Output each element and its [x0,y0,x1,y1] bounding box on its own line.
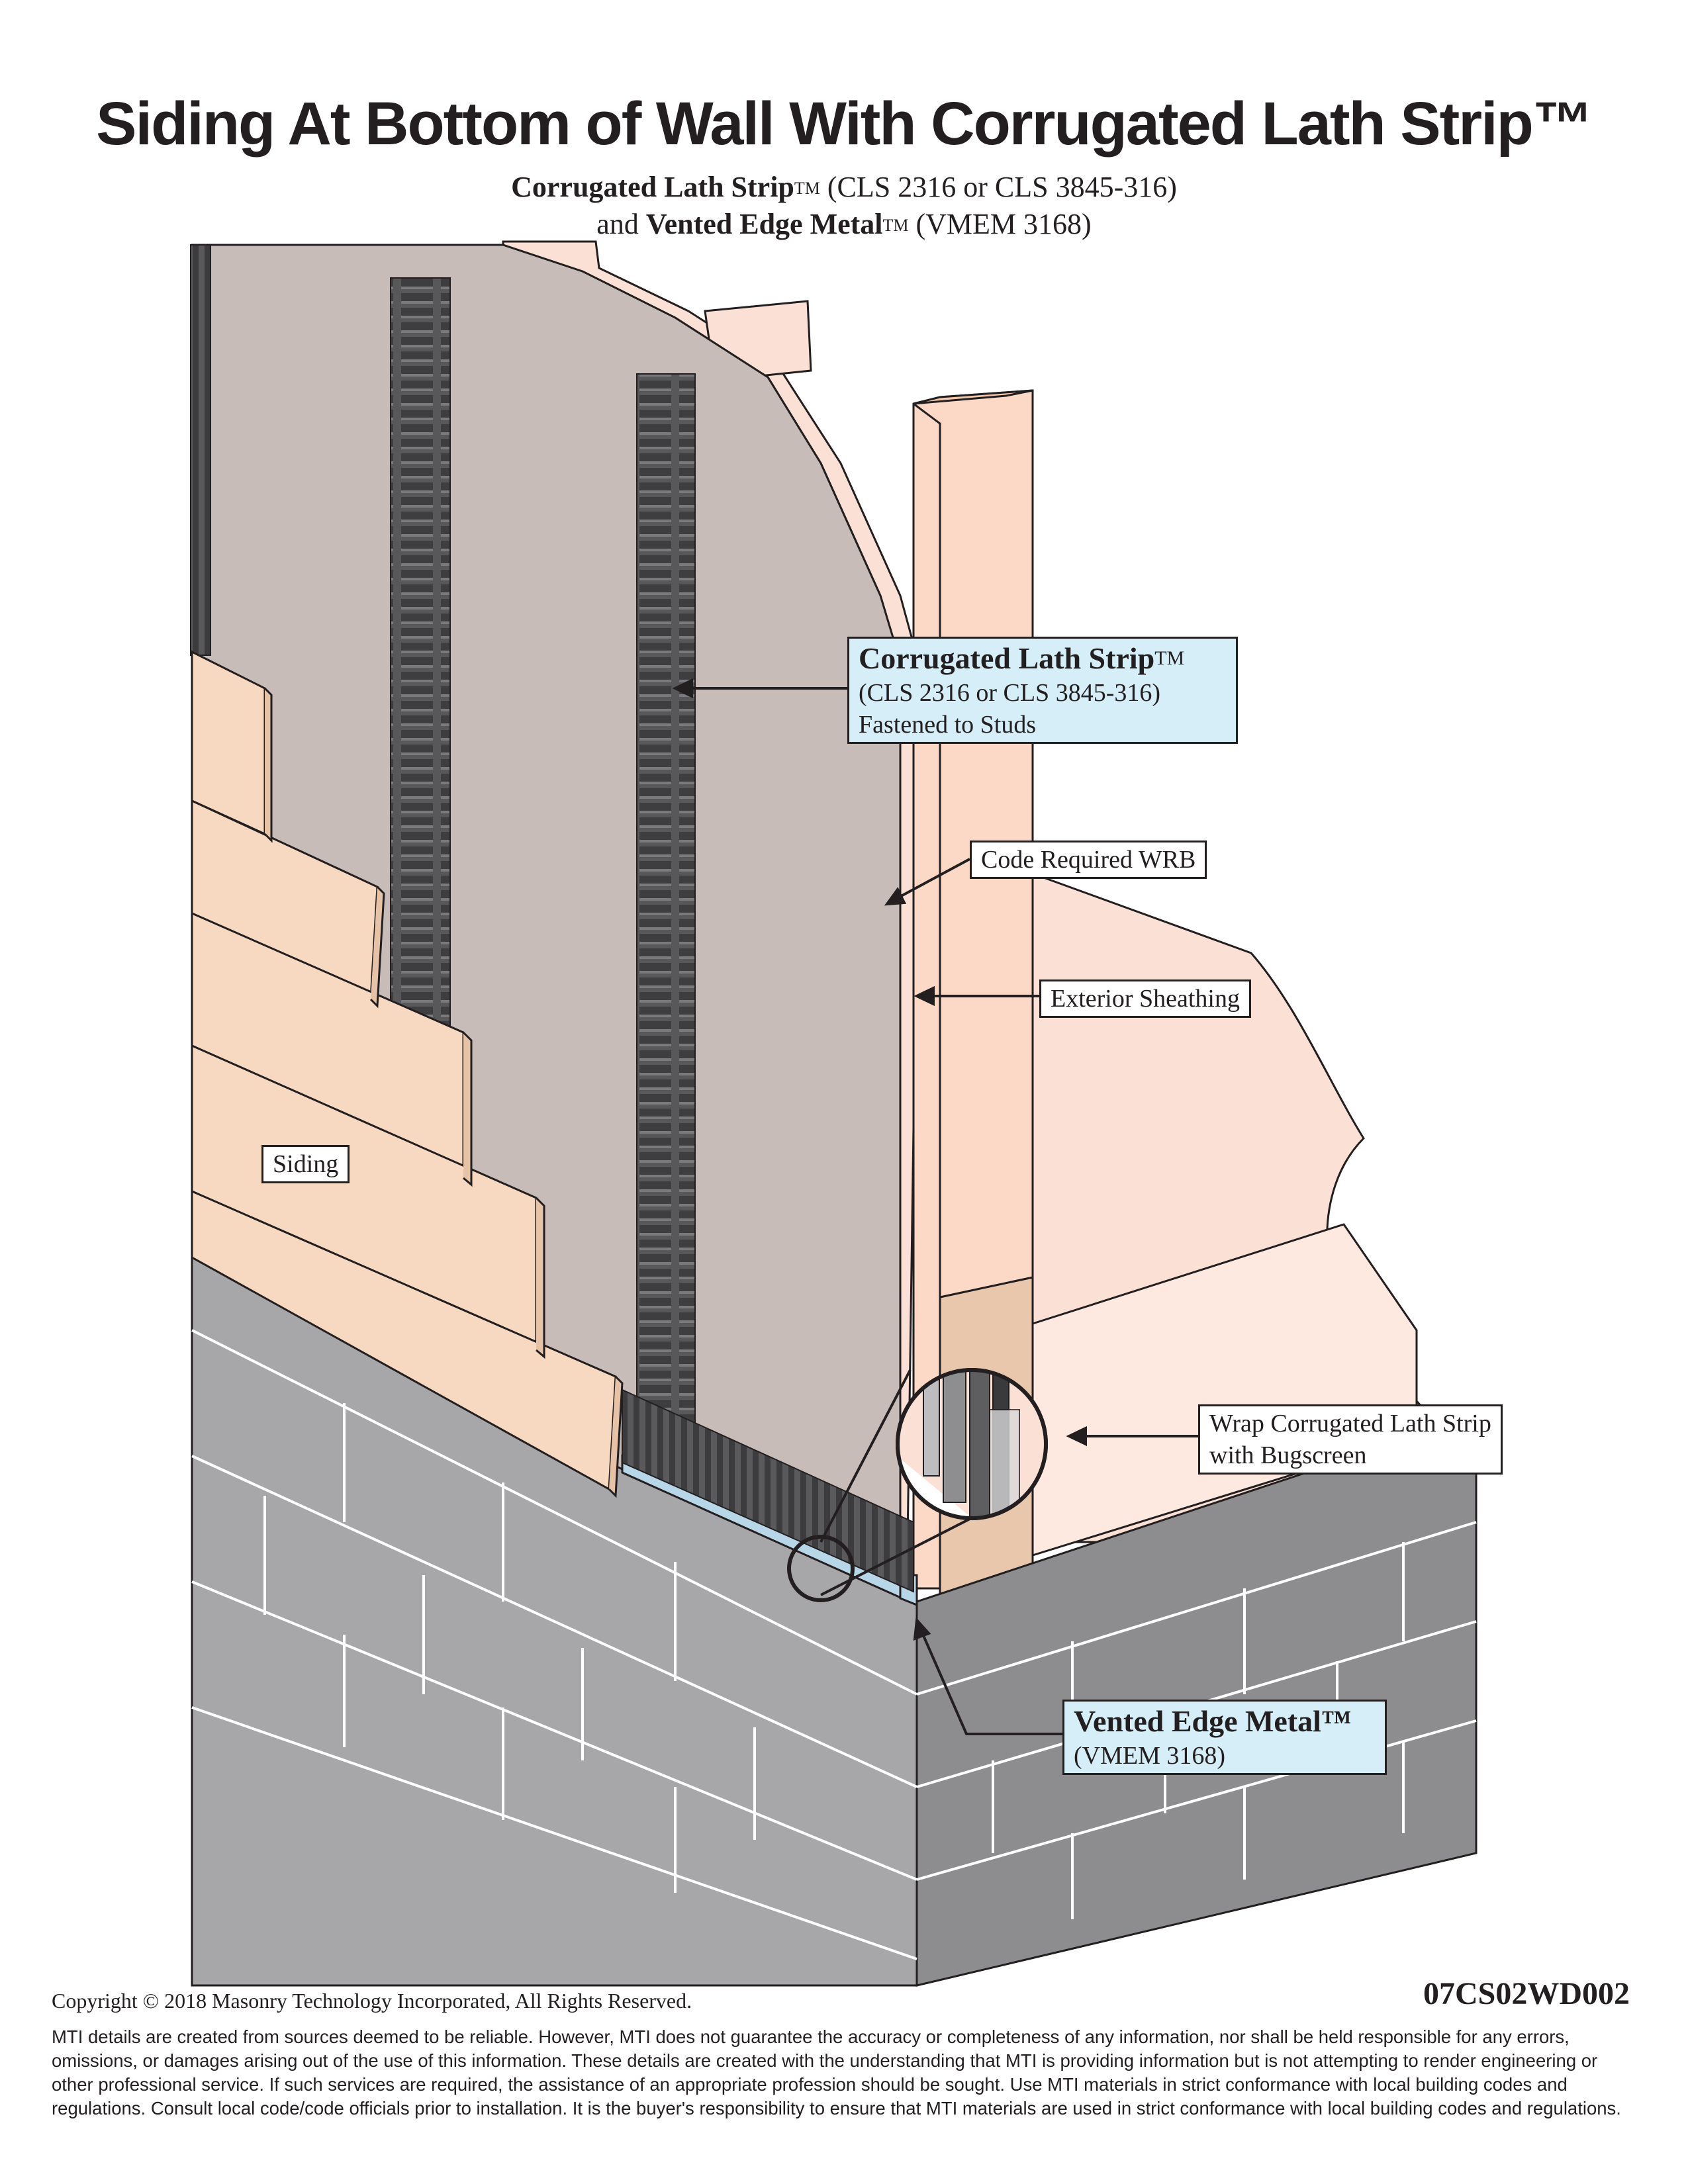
subtitle-product-2: Vented Edge Metal [645,208,883,240]
callout-vem-title: Vented Edge Metal™ [1074,1704,1352,1738]
callout-bugscreen: Wrap Corrugated Lath Strip with Bugscree… [1198,1404,1503,1475]
subtitle-and: and [596,208,646,240]
subtitle-line-2: and Vented Edge MetalTM (VMEM 3168) [0,206,1688,243]
callout-vem-code: (VMEM 3168) [1074,1742,1226,1770]
callout-lath-note: Fastened to Studs [859,711,1037,739]
subtitle-code-1: (CLS 2316 or CLS 3845-316) [820,171,1177,203]
copyright-text: Copyright © 2018 Masonry Technology Inco… [52,1989,692,2013]
callout-bugscreen-line-1: Wrap Corrugated Lath Strip [1209,1410,1491,1437]
callout-lath-codes: (CLS 2316 or CLS 3845-316) [859,679,1160,707]
callout-vented-edge-metal: Vented Edge Metal™ (VMEM 3168) [1062,1700,1387,1775]
subtitle-tm-1: TM [794,179,820,198]
callout-lath-title: Corrugated Lath Strip [859,641,1155,675]
disclaimer-text: MTI details are created from sources dee… [52,2026,1621,2118]
siding-boards [191,650,624,1498]
subtitle-line-1: Corrugated Lath StripTM (CLS 2316 or CLS… [0,169,1688,206]
callout-lath-tm: TM [1154,647,1185,669]
page-title: Siding At Bottom of Wall With Corrugated… [96,90,1593,158]
callout-wrb: Code Required WRB [970,841,1207,879]
callout-corrugated-lath-strip: Corrugated Lath StripTM (CLS 2316 or CLS… [847,637,1238,744]
bottom-lath-strip [622,1388,914,1593]
callout-bugscreen-line-2: with Bugscreen [1209,1441,1367,1469]
callout-siding: Siding [261,1145,350,1183]
document-number: 07CS02WD002 [1423,1976,1630,2011]
subtitle-code-2: (VMEM 3168) [908,208,1092,240]
subtitle-tm-2: TM [882,216,909,235]
callout-exterior-sheathing: Exterior Sheathing [1039,979,1251,1018]
bugscreen-detail-magnifier [787,1368,1048,1602]
leader-arrows [672,678,1198,1735]
subtitle-product-1: Corrugated Lath Strip [511,171,794,203]
